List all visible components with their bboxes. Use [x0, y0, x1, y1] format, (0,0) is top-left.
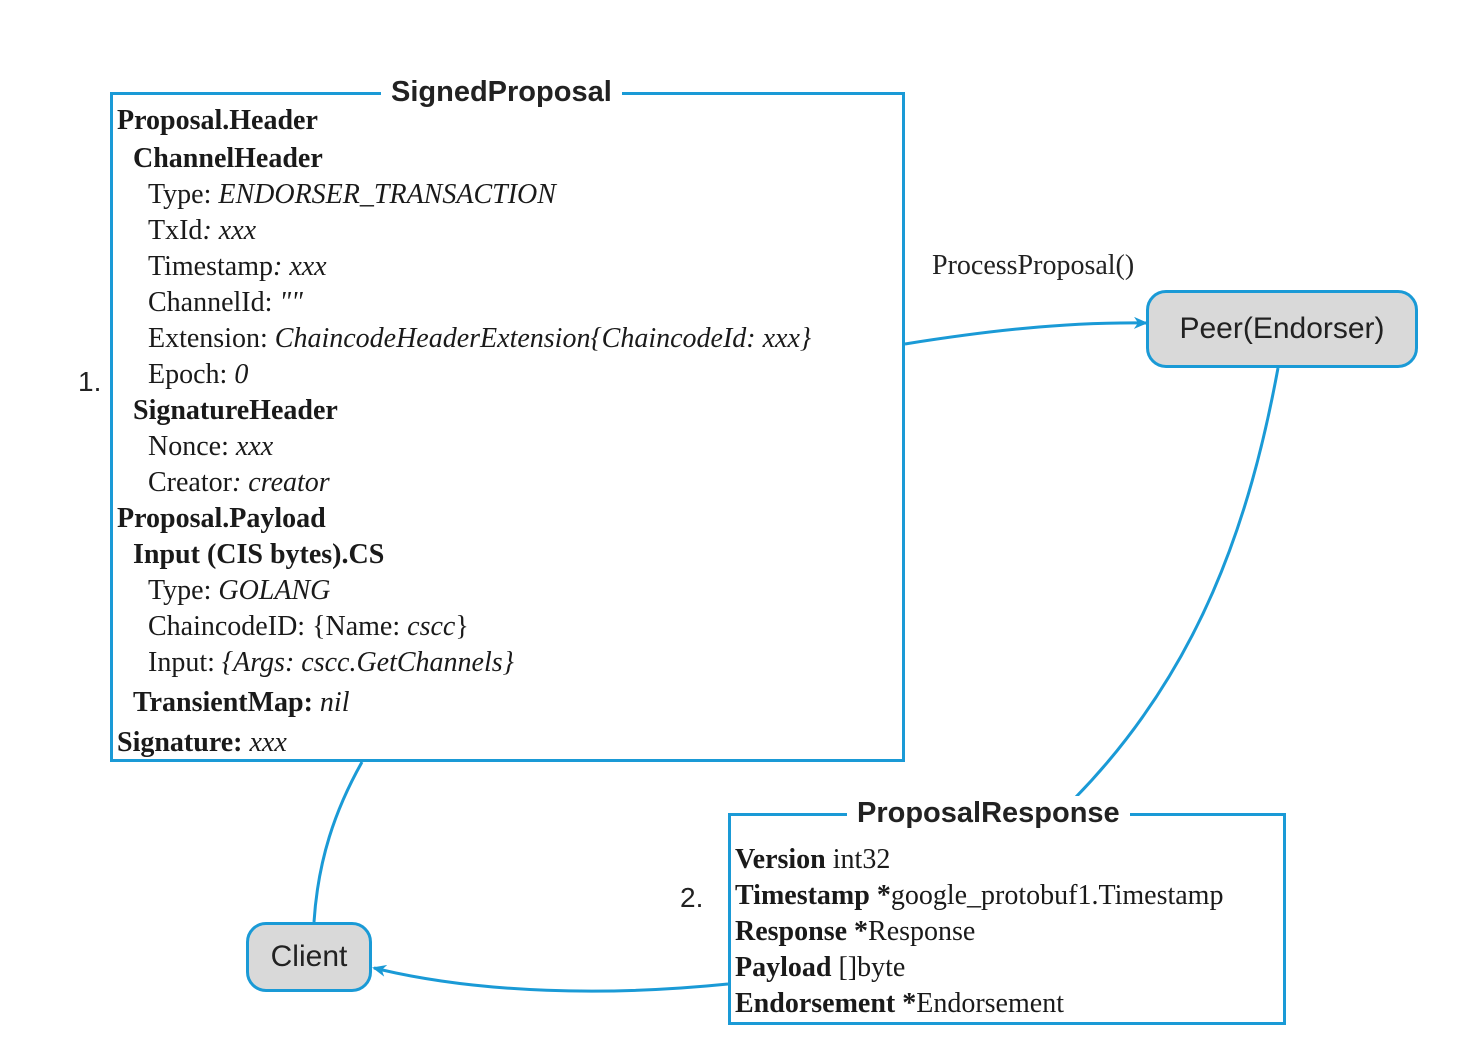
transient-map-line: TransientMap: nil	[133, 687, 350, 718]
step-2-label: 2.	[680, 882, 704, 913]
line-peer-to-response	[1073, 367, 1280, 800]
signed-proposal-title: SignedProposal	[381, 75, 622, 109]
payload-type-line: Type: GOLANG	[148, 575, 331, 606]
endorsement-line: Endorsement *Endorsement	[735, 988, 1064, 1019]
signature-header-line: SignatureHeader	[133, 395, 338, 426]
input-cis-line: Input (CIS bytes).CS	[133, 539, 385, 570]
response-line: Response *Response	[735, 916, 976, 947]
txid-line: TxId: xxx	[148, 215, 257, 246]
proposal-response-title: ProposalResponse	[847, 796, 1130, 830]
version-line: Version int32	[735, 844, 891, 875]
channel-id-line: ChannelId: ""	[148, 287, 303, 318]
extension-line: Extension: ChaincodeHeaderExtension{Chai…	[148, 323, 812, 354]
nonce-line: Nonce: xxx	[148, 431, 274, 462]
signature-line: Signature: xxx	[117, 727, 287, 758]
process-proposal-label: ProcessProposal()	[932, 250, 1135, 281]
signed-proposal-box: SignedProposal Proposal.Header ChannelHe…	[110, 75, 905, 762]
arrow-response-to-client	[372, 965, 729, 993]
line-client-to-proposal	[312, 761, 364, 923]
channel-header-line: ChannelHeader	[133, 143, 323, 174]
response-timestamp-line: Timestamp *google_protobuf1.Timestamp	[735, 880, 1224, 911]
creator-line: Creator: creator	[148, 467, 330, 498]
payload-line: Payload []byte	[735, 952, 906, 983]
epoch-line: Epoch: 0	[148, 359, 249, 390]
client-node: Client	[246, 922, 372, 992]
step-1-label: 1.	[78, 366, 102, 397]
arrow-proposal-to-peer	[904, 316, 1148, 346]
proposal-payload-line: Proposal.Payload	[117, 503, 326, 534]
chaincode-id-line: ChaincodeID: {Name: cscc}	[148, 611, 469, 642]
type-line: Type: ENDORSER_TRANSACTION	[148, 179, 556, 210]
input-args-line: Input: {Args: cscc.GetChannels}	[148, 647, 514, 678]
timestamp-line: Timestamp: xxx	[148, 251, 327, 282]
proposal-response-box: ProposalResponse Version int32 Timestamp…	[728, 796, 1286, 1025]
proposal-header-line: Proposal.Header	[117, 105, 318, 136]
peer-endorser-node: Peer(Endorser)	[1146, 290, 1418, 368]
